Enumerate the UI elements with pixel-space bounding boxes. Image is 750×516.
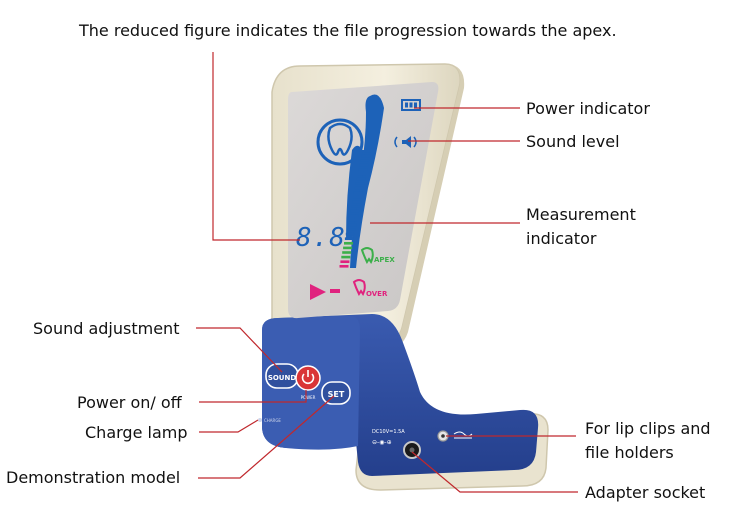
label-lip-clips-line2: file holders [585,443,674,462]
svg-text:SOUND: SOUND [268,374,297,382]
polarity-symbol: ⊖-◉-⊕ [372,439,392,446]
label-sound-adjustment: Sound adjustment [33,319,180,338]
bar-segment [359,163,369,167]
speaker-icon [394,136,417,148]
display-digits: 8.8 [296,223,346,253]
bar-segment [357,173,367,176]
bar-segment [351,205,361,208]
power-button-label: POWER [301,395,316,400]
label-lip-clips-line1: For lip clips and [585,419,711,438]
label-measurement-line2: indicator [526,229,597,248]
bar-segment [346,228,356,231]
svg-text:CHARGE: CHARGE [264,418,281,423]
bar-segment [348,219,358,222]
label-power-on-off: Power on/ off [77,393,182,412]
apex-tooth-icon [360,247,374,264]
bar-segment [361,154,371,158]
bar-segment [356,177,366,181]
leader-power [199,390,307,403]
label-measurement-line1: Measurement [526,205,636,224]
bar-segment [362,150,371,153]
bar-segment [360,159,370,162]
sound-button[interactable]: SOUND [265,363,299,389]
lcd-screen: 8.8 APEX OVER [288,82,439,319]
bar-segment [352,200,362,204]
bar-segment [340,260,350,263]
bar-segment [354,186,364,190]
bar-segment [358,168,368,171]
set-button[interactable]: SET [321,381,351,405]
battery-icon [401,99,421,111]
leader-lines [196,52,578,493]
measurement-bar [339,150,371,268]
bar-segment [349,214,359,217]
bar-segment [350,209,360,213]
leader-demonstration [198,395,335,479]
charge-lamp: CHARGE [258,418,281,423]
label-adapter-socket: Adapter socket [585,483,706,502]
bar-segment [353,191,363,194]
tooth-icon [316,118,364,166]
over-label: OVER [366,290,388,298]
label-charge-lamp: Charge lamp [85,423,188,442]
leader-caption [212,52,300,241]
leader-sound-adjustment [196,327,283,373]
power-button[interactable]: POWER [295,365,321,400]
bar-segment [341,255,351,259]
over-tooth-icon [352,279,366,296]
dc-rating: DC10V=1.5A [372,429,405,435]
caption-text: The reduced figure indicates the file pr… [79,21,617,40]
bar-segment [355,182,365,185]
bar-segment [344,237,354,240]
bar-segment [339,265,349,268]
leader-charge-lamp [199,419,259,433]
bar-segment [353,196,362,199]
bar-segment [342,251,352,254]
adapter-socket[interactable] [403,441,421,459]
pointer-arrow-icon [310,284,326,300]
bar-segment [345,232,355,236]
bar-segment [344,242,353,245]
bar-segment [343,246,353,250]
apex-label: APEX [374,256,395,264]
label-power-indicator: Power indicator [526,99,650,118]
bar-segment [347,223,357,227]
leader-adapter [411,451,578,493]
label-demonstration-model: Demonstration model [6,468,181,487]
svg-text:SET: SET [328,390,345,399]
label-sound-level: Sound level [526,132,620,151]
